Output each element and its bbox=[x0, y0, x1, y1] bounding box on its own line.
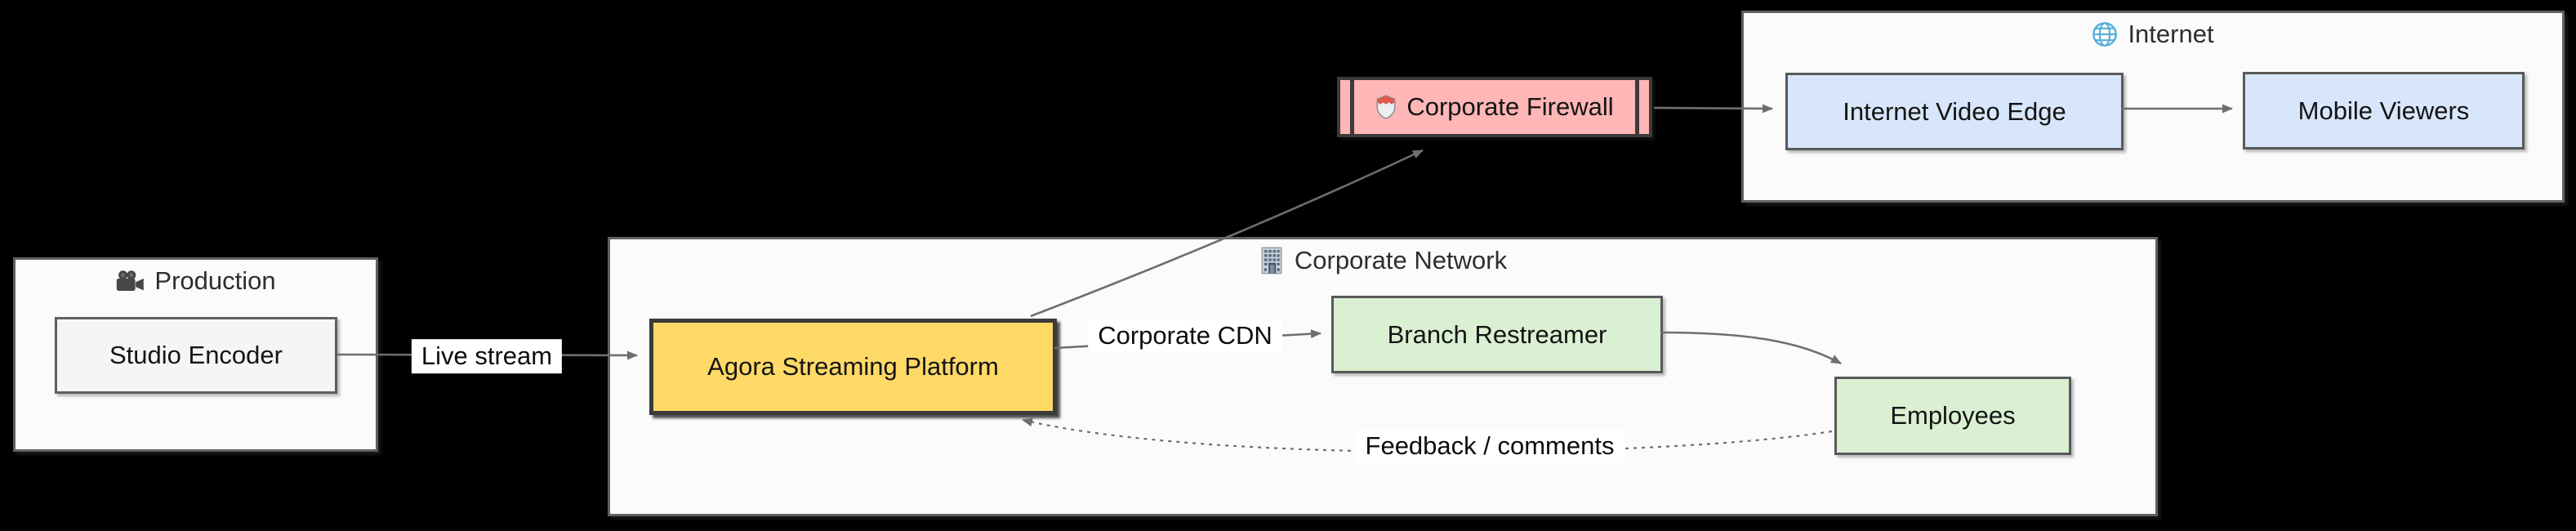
container-production[interactable]: Production Studio Encoder bbox=[13, 257, 378, 452]
firewall-right-bar bbox=[1635, 80, 1639, 134]
node-corporate-firewall[interactable]: Corporate Firewall bbox=[1337, 77, 1652, 137]
container-corporate-network[interactable]: Corporate Network Agora Streaming Platfo… bbox=[608, 237, 2158, 516]
edge-branch-to-employees[interactable] bbox=[1660, 331, 1842, 365]
corporate-network-title: Corporate Network bbox=[610, 246, 2155, 275]
corporate-firewall-label: Corporate Firewall bbox=[1406, 92, 1614, 121]
edge-label-corporate-cdn[interactable]: Corporate CDN bbox=[1088, 319, 1282, 353]
node-mobile-viewers[interactable]: Mobile Viewers bbox=[2243, 72, 2525, 149]
agora-label: Agora Streaming Platform bbox=[707, 352, 999, 381]
studio-encoder-label: Studio Encoder bbox=[109, 341, 283, 369]
edge-label-feedback[interactable]: Feedback / comments bbox=[1355, 429, 1624, 463]
internet-title-text: Internet bbox=[2128, 20, 2214, 48]
internet-video-edge-label: Internet Video Edge bbox=[1843, 96, 2066, 126]
node-branch-restreamer[interactable]: Branch Restreamer bbox=[1331, 296, 1663, 373]
firewall-left-bar bbox=[1350, 80, 1354, 134]
edge-label-live-stream[interactable]: Live stream bbox=[411, 339, 563, 373]
node-internet-video-edge[interactable]: Internet Video Edge bbox=[1785, 73, 2124, 150]
globe-icon bbox=[2092, 22, 2118, 47]
edge-agora-to-firewall[interactable] bbox=[1030, 149, 1424, 318]
node-studio-encoder[interactable]: Studio Encoder bbox=[55, 317, 337, 394]
shield-icon bbox=[1376, 95, 1396, 119]
container-internet[interactable]: Internet Internet Video Edge Mobile View… bbox=[1741, 11, 2565, 203]
branch-restreamer-label: Branch Restreamer bbox=[1387, 319, 1607, 349]
office-building-icon bbox=[1261, 247, 1282, 274]
internet-title: Internet bbox=[1744, 20, 2562, 49]
production-title: Production bbox=[16, 266, 376, 296]
node-employees[interactable]: Employees bbox=[1834, 377, 2071, 455]
corporate-network-title-text: Corporate Network bbox=[1294, 246, 1508, 274]
movie-camera-icon bbox=[117, 270, 145, 291]
production-title-text: Production bbox=[154, 266, 276, 295]
node-agora-streaming-platform[interactable]: Agora Streaming Platform bbox=[649, 319, 1057, 415]
employees-label: Employees bbox=[1890, 401, 2016, 430]
edge-firewall-to-internet-video-edge[interactable] bbox=[1653, 104, 1773, 114]
edge-feedback[interactable] bbox=[1022, 417, 1833, 453]
mobile-viewers-label: Mobile Viewers bbox=[2297, 96, 2470, 125]
